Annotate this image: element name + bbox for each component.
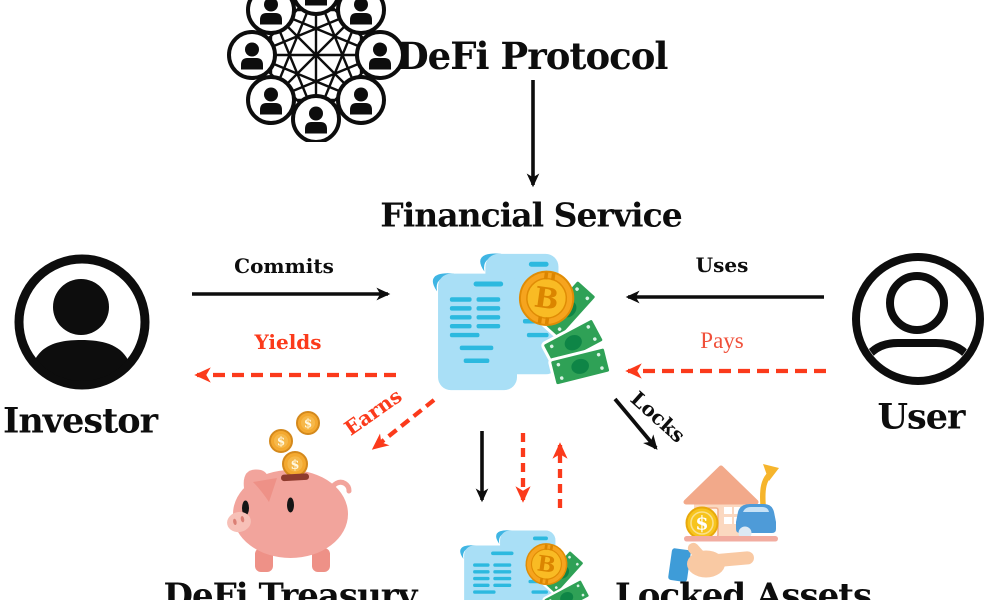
locked-assets-label: Locked Assets [614,576,872,600]
commits-label: Commits [234,254,334,278]
growth-up-arrow-icon [760,464,779,507]
coin-entering-slot-icon: $ [282,451,308,477]
user-label: User [877,396,966,438]
holding-hand-icon [668,542,754,582]
piggy-bank-coins-icon: $ $ $ [227,411,352,572]
locks-arrow [613,397,658,450]
dollar-symbol: $ [290,458,299,473]
pays-label: Pays [700,328,744,353]
financial-service-label: Financial Service [380,195,682,235]
defi-protocol-label: DeFi Protocol [396,34,669,78]
hand-house-car-coin-icon: $ [668,464,779,582]
dollar-symbol: $ [695,513,708,535]
car-icon [736,504,776,540]
people-network-icon [227,0,405,142]
defi-treasury-label: DeFi Treasury [163,576,418,600]
investor-label: Investor [2,400,158,442]
dollar-symbol: $ [277,435,285,449]
filled-person-avatar-icon [14,254,150,390]
uses-label: Uses [695,253,749,277]
falling-coins-icon: $ $ [269,411,320,453]
outline-person-avatar-icon [852,253,984,385]
dollar-symbol: $ [304,417,312,431]
financial-service-icon [431,252,613,392]
earns-arrow [371,398,436,450]
yields-label: Yields [254,330,322,354]
sub-ledger-document-icon [459,529,597,600]
dollar-coin-icon: $ [685,506,719,540]
